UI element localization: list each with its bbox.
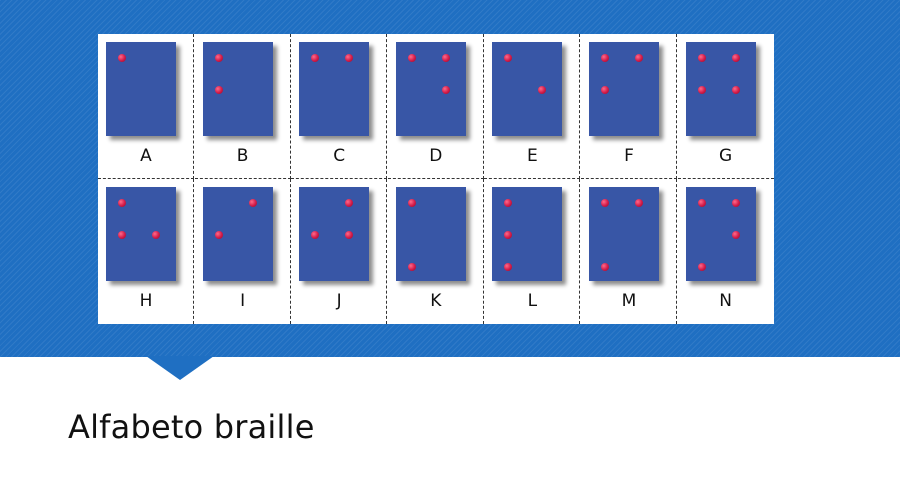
braille-dot-1 <box>118 199 126 207</box>
braille-cell-a: A <box>98 34 194 179</box>
braille-dot-1 <box>214 54 223 62</box>
braille-dot-1 <box>407 54 416 62</box>
braille-letter-label: J <box>336 291 342 311</box>
braille-tile <box>395 187 466 281</box>
braille-tile <box>299 187 370 281</box>
braille-cell-n: N <box>678 179 774 324</box>
braille-cell-j: J <box>291 179 388 324</box>
braille-cell-m: M <box>581 179 677 324</box>
braille-dot-2 <box>697 86 706 94</box>
braille-chart-panel: A B C D E F G H I J K L M N <box>98 34 774 324</box>
braille-cell-l: L <box>484 179 581 324</box>
braille-cell-g: G <box>677 34 774 179</box>
braille-dot-4 <box>635 199 643 207</box>
braille-dot-1 <box>504 54 513 62</box>
braille-letter-label: G <box>719 146 733 166</box>
braille-dot-3 <box>697 263 706 271</box>
braille-letter-label: K <box>430 291 442 311</box>
braille-dot-1 <box>697 199 706 207</box>
braille-letter-label: E <box>527 146 538 166</box>
braille-dot-3 <box>504 263 513 271</box>
braille-letter-label: C <box>333 146 346 166</box>
braille-dot-1 <box>407 199 416 207</box>
braille-dot-2 <box>601 86 609 94</box>
braille-dot-5 <box>152 231 160 239</box>
braille-letter-label: D <box>429 146 443 166</box>
braille-dot-1 <box>697 54 706 62</box>
braille-dot-2 <box>504 231 513 239</box>
braille-tile <box>395 42 466 136</box>
braille-dot-4 <box>731 54 740 62</box>
braille-dot-1 <box>601 199 609 207</box>
braille-tile <box>299 42 370 136</box>
braille-dot-5 <box>441 86 450 94</box>
braille-dot-1 <box>601 54 609 62</box>
braille-letter-label: L <box>527 291 538 311</box>
braille-letter-label: A <box>140 146 152 166</box>
braille-dot-4 <box>345 54 354 62</box>
braille-tile <box>106 42 176 136</box>
braille-dot-4 <box>441 54 450 62</box>
braille-cell-c: C <box>291 34 388 179</box>
braille-dot-1 <box>118 54 126 62</box>
braille-dot-2 <box>214 86 223 94</box>
braille-dot-5 <box>731 86 740 94</box>
braille-dot-5 <box>345 231 354 239</box>
braille-dot-5 <box>538 86 547 94</box>
braille-letter-label: H <box>139 291 153 311</box>
braille-dot-4 <box>345 199 354 207</box>
braille-dot-4 <box>731 199 740 207</box>
braille-letter-label: F <box>624 146 634 166</box>
slide-title: Alfabeto braille <box>68 408 315 446</box>
braille-cell-e: E <box>484 34 581 179</box>
braille-cell-i: I <box>195 179 291 324</box>
braille-tile <box>685 42 756 136</box>
braille-letter-label: I <box>240 291 246 311</box>
braille-dot-4 <box>248 199 257 207</box>
braille-dot-5 <box>731 231 740 239</box>
braille-cell-d: D <box>387 34 484 179</box>
braille-tile <box>685 187 756 281</box>
braille-dot-2 <box>311 231 320 239</box>
braille-dot-2 <box>118 231 126 239</box>
braille-dot-3 <box>601 263 609 271</box>
braille-dot-1 <box>504 199 513 207</box>
braille-tile <box>202 42 273 136</box>
braille-cell-k: K <box>388 179 484 324</box>
braille-tile <box>106 187 176 281</box>
braille-dot-4 <box>635 54 643 62</box>
braille-cell-b: B <box>194 34 291 179</box>
braille-letter-label: N <box>719 291 732 311</box>
braille-tile <box>492 42 563 136</box>
braille-tile <box>589 42 659 136</box>
braille-tile <box>492 187 563 281</box>
braille-letter-label: M <box>621 291 637 311</box>
braille-dot-2 <box>214 231 223 239</box>
braille-tile <box>589 187 659 281</box>
braille-letter-label: B <box>236 146 249 166</box>
braille-cell-f: F <box>581 34 677 179</box>
braille-cell-h: H <box>98 179 194 324</box>
braille-tile <box>202 187 273 281</box>
banner-pointer <box>146 356 214 380</box>
braille-dot-1 <box>311 54 320 62</box>
braille-dot-3 <box>407 263 416 271</box>
